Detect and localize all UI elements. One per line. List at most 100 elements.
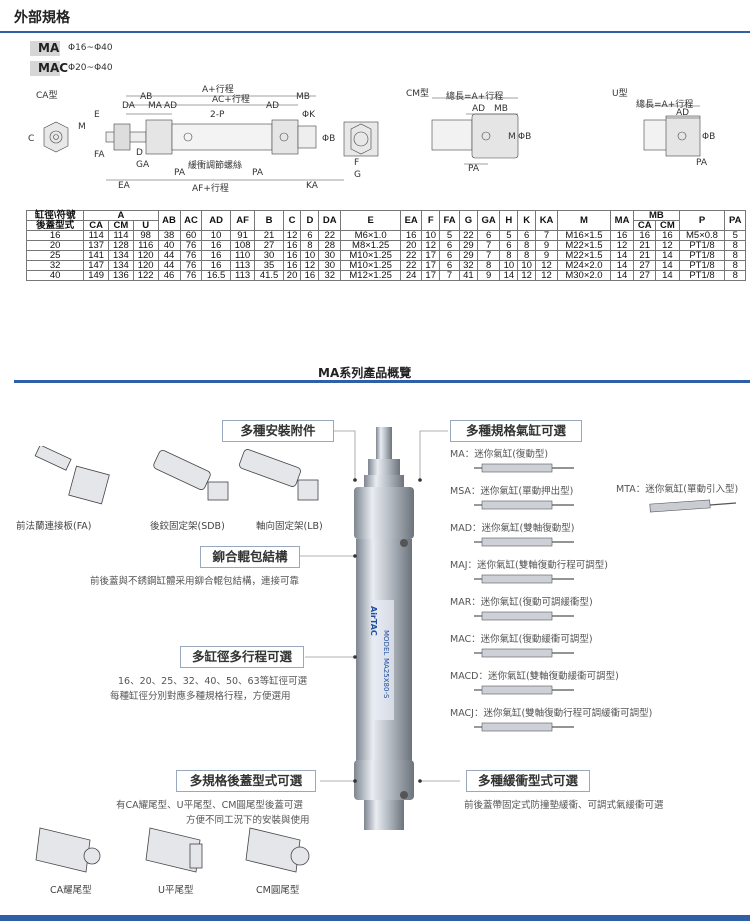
cylinder-illustration <box>354 427 414 830</box>
overview-title: MA系列產品概覽 <box>318 366 412 380</box>
cm-dim-m: M <box>508 132 516 142</box>
th-ac: AC <box>179 210 203 231</box>
dim-ka: KA <box>306 181 318 191</box>
table-cell: 24 <box>400 270 423 281</box>
th-e: E <box>340 210 402 231</box>
th-c: C <box>282 210 302 231</box>
dim-b: ΦB <box>322 134 336 144</box>
cylinder-type-label: MAD：迷你氣缸(雙軸復動型) <box>450 523 575 534</box>
cylinder-thumbnail <box>474 722 574 732</box>
dim-ac-stroke: AC+行程 <box>212 95 250 105</box>
table-cell: 7 <box>439 270 460 281</box>
multi-bore-desc-2: 每種缸徑分別對應多種規格行程，方便選用 <box>110 691 291 702</box>
cushion-screw-label: 緩衝調節螺絲 <box>188 161 243 171</box>
cylinder-type-item: MSA：迷你氣缸(單動押出型) <box>450 483 680 517</box>
rear-cm: CM圓尾型 <box>256 885 300 896</box>
table-header-row-2: 後蓋型式 CA CM U CA CM <box>25 220 746 231</box>
cm-dimension-svg <box>431 97 519 165</box>
cylinder-types-label: 多種規格氣缸可選 <box>450 420 582 442</box>
cylinder-type-label: MAC：迷你氣缸(復動緩衝可調型) <box>450 634 593 645</box>
cylinder-type-item: MA：迷你氣缸(復動型) <box>450 446 680 480</box>
th-g: G <box>459 210 478 231</box>
cylinder-type-item: MAC：迷你氣缸(復動緩衝可調型) <box>450 631 680 665</box>
cylinder-type-mta: MTA：迷你氣缸(單動引入型) <box>616 484 739 495</box>
cm-total-length: 總長=A+行程 <box>446 92 504 102</box>
cylinder-type-item: MAD：迷你氣缸(雙軸復動型) <box>450 520 680 554</box>
accessories-label: 多種安裝附件 <box>222 420 334 442</box>
dim-ad: AD <box>164 101 178 111</box>
accessory-sdb: 後鉸固定架(SDB) <box>150 521 225 532</box>
dim-k: ΦK <box>302 110 315 120</box>
model-range-ma: Φ16~Φ40 <box>68 43 113 53</box>
multi-bore-desc-1: 16、20、25、32、40、50、63等缸徑可選 <box>118 676 308 687</box>
u-dim-b: ΦB <box>702 132 716 142</box>
dim-a-stroke: A+行程 <box>202 85 234 95</box>
cylinder-thumbnail <box>474 463 574 473</box>
table-cell: 40 <box>25 270 85 281</box>
cylinder-thumbnail <box>474 500 574 510</box>
th-af: AF <box>229 210 256 231</box>
bottom-bar <box>0 915 750 921</box>
table-cell: 16.5 <box>201 270 231 281</box>
u-type-title: U型 <box>612 89 628 99</box>
cm-dim-mb: MB <box>494 104 508 114</box>
rear-cover-label: 多規格後蓋型式可選 <box>176 770 316 792</box>
dim-fa: FA <box>94 150 105 160</box>
cylinder-thumbnail <box>474 648 574 658</box>
accessories-illustration <box>34 446 319 505</box>
dim-ma: MA <box>148 101 162 111</box>
th-fa: FA <box>439 210 460 231</box>
dim-pa-2: PA <box>252 168 264 178</box>
table-cell: 32 <box>318 270 342 281</box>
table-cell: 41.5 <box>254 270 284 281</box>
th-ma: MA <box>609 210 635 231</box>
cylinder-type-label: MAR：迷你氣缸(復動可調緩衝型) <box>450 597 593 608</box>
overview-divider <box>14 380 750 383</box>
page-title: 外部規格 <box>14 10 70 26</box>
cm-type-title: CM型 <box>406 89 430 99</box>
dim-da: DA <box>122 101 135 111</box>
table-cell: 12 <box>535 270 559 281</box>
riveted-structure-desc: 前後蓋與不銹鋼缸體采用鉚合輥包結構，連接可靠 <box>90 576 300 587</box>
rear-cover-illustration <box>35 827 310 873</box>
dim-ga: GA <box>136 160 150 170</box>
dim-ab: AB <box>140 92 153 102</box>
dim-ad-2: AD <box>266 101 280 111</box>
rear-cover-desc-2: 方便不同工況下的安裝與使用 <box>186 815 310 826</box>
table-header-row-1: 缸徑\符號 A AB AC AD AF B C D DA E EA F FA G… <box>25 210 746 231</box>
accessory-lb: 軸向固定架(LB) <box>256 521 323 532</box>
model-tag-mac: MAC <box>30 61 68 76</box>
dim-pa: PA <box>174 168 186 178</box>
cushion-types-desc: 前後蓋帶固定式防撞墊緩衝、可調式氣緩衝可選 <box>464 800 664 811</box>
table-cell: 41 <box>459 270 478 281</box>
ca-type-title: CA型 <box>36 91 58 101</box>
th-k: K <box>517 210 537 231</box>
model-range-mac: Φ20~Φ40 <box>68 63 113 73</box>
cylinder-thumbnail <box>474 685 574 695</box>
model-tag-ma: MA <box>30 41 60 56</box>
dim-mb: MB <box>296 92 310 102</box>
cylinder-thumbnail <box>474 611 574 621</box>
rear-u: U平尾型 <box>158 885 194 896</box>
accessory-fa: 前法蘭連接板(FA) <box>16 521 92 532</box>
cylinder-type-label: MA：迷你氣缸(復動型) <box>450 449 549 460</box>
cylinder-thumbnail <box>474 574 574 584</box>
rear-cover-desc-1: 有CA耀尾型、U平尾型、CM圓尾型後蓋可選 <box>116 800 303 811</box>
table-cell: 8 <box>724 270 746 281</box>
cushion-types-label: 多種緩衝型式可選 <box>466 770 590 792</box>
th-da: DA <box>318 210 342 231</box>
u-type-drawing: U型 總長=A+行程 AD ΦB PA <box>610 84 750 194</box>
header-divider <box>0 31 750 33</box>
riveted-structure-label: 鉚合輥包結構 <box>200 546 300 568</box>
cylinder-type-item: MAR：迷你氣缸(復動可調緩衝型) <box>450 594 680 628</box>
th-ad: AD <box>201 210 231 231</box>
dim-ea: EA <box>118 181 130 191</box>
cylinder-type-label: MSA：迷你氣缸(單動押出型) <box>450 486 574 497</box>
multi-bore-label: 多缸徑多行程可選 <box>180 646 304 668</box>
cm-dim-pa: PA <box>468 164 480 174</box>
cm-dim-ad: AD <box>472 104 486 114</box>
table-cell: 14 <box>609 270 635 281</box>
page-header: 外部規格 <box>0 0 750 36</box>
